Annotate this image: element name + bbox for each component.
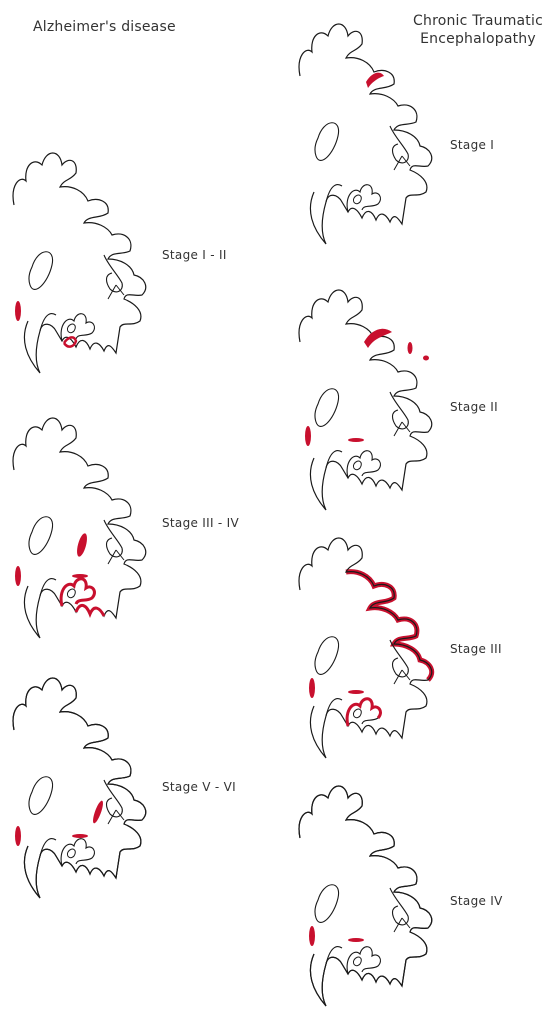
amygdala-lesion xyxy=(15,826,21,846)
cte-stage-3-slice xyxy=(298,520,458,760)
sulcal-focus-lesion xyxy=(408,342,413,354)
amygdala-lesion xyxy=(309,926,315,946)
temporal-lesion xyxy=(348,438,364,442)
ad-stage-1-2-slice xyxy=(12,135,172,375)
amygdala-lesion xyxy=(309,678,315,698)
temporal-lesion xyxy=(348,938,364,942)
ad-stage-5-6-slice xyxy=(12,660,172,900)
cte-stage-2-slice xyxy=(298,272,458,512)
amygdala-lesion xyxy=(15,301,21,321)
ad-stage-1-2-label: Stage I - II xyxy=(162,248,227,262)
sulcal-depth-lesion xyxy=(366,73,384,88)
temporal-lesion xyxy=(348,690,364,694)
ad-stage-3-4-slice xyxy=(12,400,172,640)
ad-column-title: Alzheimer's disease xyxy=(33,18,176,36)
cte-stage-1-label: Stage I xyxy=(450,138,494,152)
amygdala-lesion xyxy=(305,426,311,446)
ad-stage-5-6-label: Stage V - VI xyxy=(162,780,236,794)
cortical-lesion xyxy=(346,572,432,680)
cte-stage-1-slice xyxy=(298,6,458,246)
temporal-lesion xyxy=(72,834,88,838)
temporal-cortex-lesion xyxy=(61,579,104,616)
amygdala-lesion xyxy=(15,566,21,586)
cte-stage-4-slice xyxy=(298,768,458,1008)
cte-stage-2-label: Stage II xyxy=(450,400,498,414)
insula-lesion xyxy=(75,532,89,557)
insula-lesion xyxy=(91,800,105,825)
cte-stage-4-label: Stage IV xyxy=(450,894,503,908)
sulcal-depth-lesion xyxy=(364,329,392,348)
sulcal-focus-lesion-2 xyxy=(423,356,429,361)
ad-stage-3-4-label: Stage III - IV xyxy=(162,516,239,530)
cte-stage-3-label: Stage III xyxy=(450,642,502,656)
hippocampal-lesion xyxy=(64,337,76,346)
